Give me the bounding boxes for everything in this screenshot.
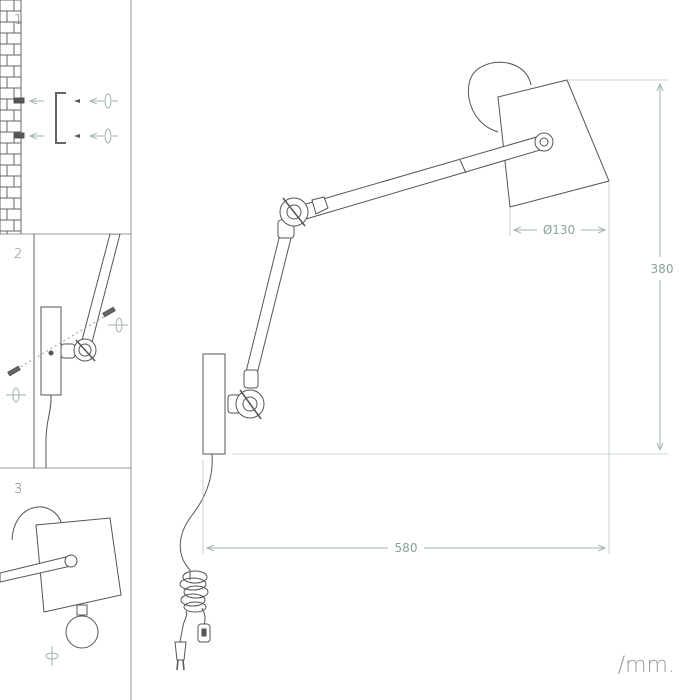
brick-wall [0,0,22,234]
coiled-cable [179,570,209,627]
screw-top [74,99,80,103]
cable-step-2 [45,394,52,468]
step-2-panel: 2 [6,234,128,468]
plug-lead [179,625,184,643]
insert-arrows [30,101,44,136]
base-joint-axis [239,389,262,420]
power-cable [179,453,213,580]
dimensions [202,79,668,554]
cable-step-3 [11,506,63,541]
mounting-bracket [55,92,66,144]
wall-plate-main [202,353,226,455]
arm-sleeve-joint [459,159,467,174]
screw-right [102,306,116,318]
screw-left [7,365,21,377]
shade-cable [467,61,532,133]
rotate-icon-step-3 [45,646,59,666]
shade-diameter-label: Ø130 [543,223,575,237]
step-1-panel: 1 [0,0,118,234]
main-lamp [174,61,610,671]
step-2-number: 2 [14,247,22,262]
wall-plug-bottom [13,132,25,139]
fixing-screws-step-2 [7,306,116,377]
width-label: 580 [395,541,418,555]
base-collar [243,369,259,389]
unit-label: /mm. [618,653,675,678]
screw-rotate-icons [90,93,118,144]
step-panels [0,0,132,700]
elbow-bracket [311,196,329,215]
arm-step-3 [0,554,78,583]
screws [74,99,80,138]
step-3-number: 3 [14,482,22,497]
screw-bottom [74,134,80,138]
elbow-joint-axis [282,197,306,227]
wall-plugs [13,97,25,139]
lower-arm [244,221,296,379]
switch-button [201,628,207,637]
step-1-number: 1 [14,13,22,28]
lamp-shade-step-3 [35,517,122,613]
step-3-panel: 3 [0,482,122,666]
plate-hole [48,350,54,356]
rotate-icons-step-2 [6,317,128,403]
wall-plug-top [13,97,25,104]
arm-step-2 [60,234,121,362]
dimension-labels: Ø130 380 580 [395,223,674,555]
shade-pivot-inner [539,137,549,147]
plug-pin-left [176,659,179,671]
height-label: 380 [651,262,674,276]
plug-pin-right [182,659,185,671]
power-plug [174,641,187,661]
light-bulb [65,604,99,649]
